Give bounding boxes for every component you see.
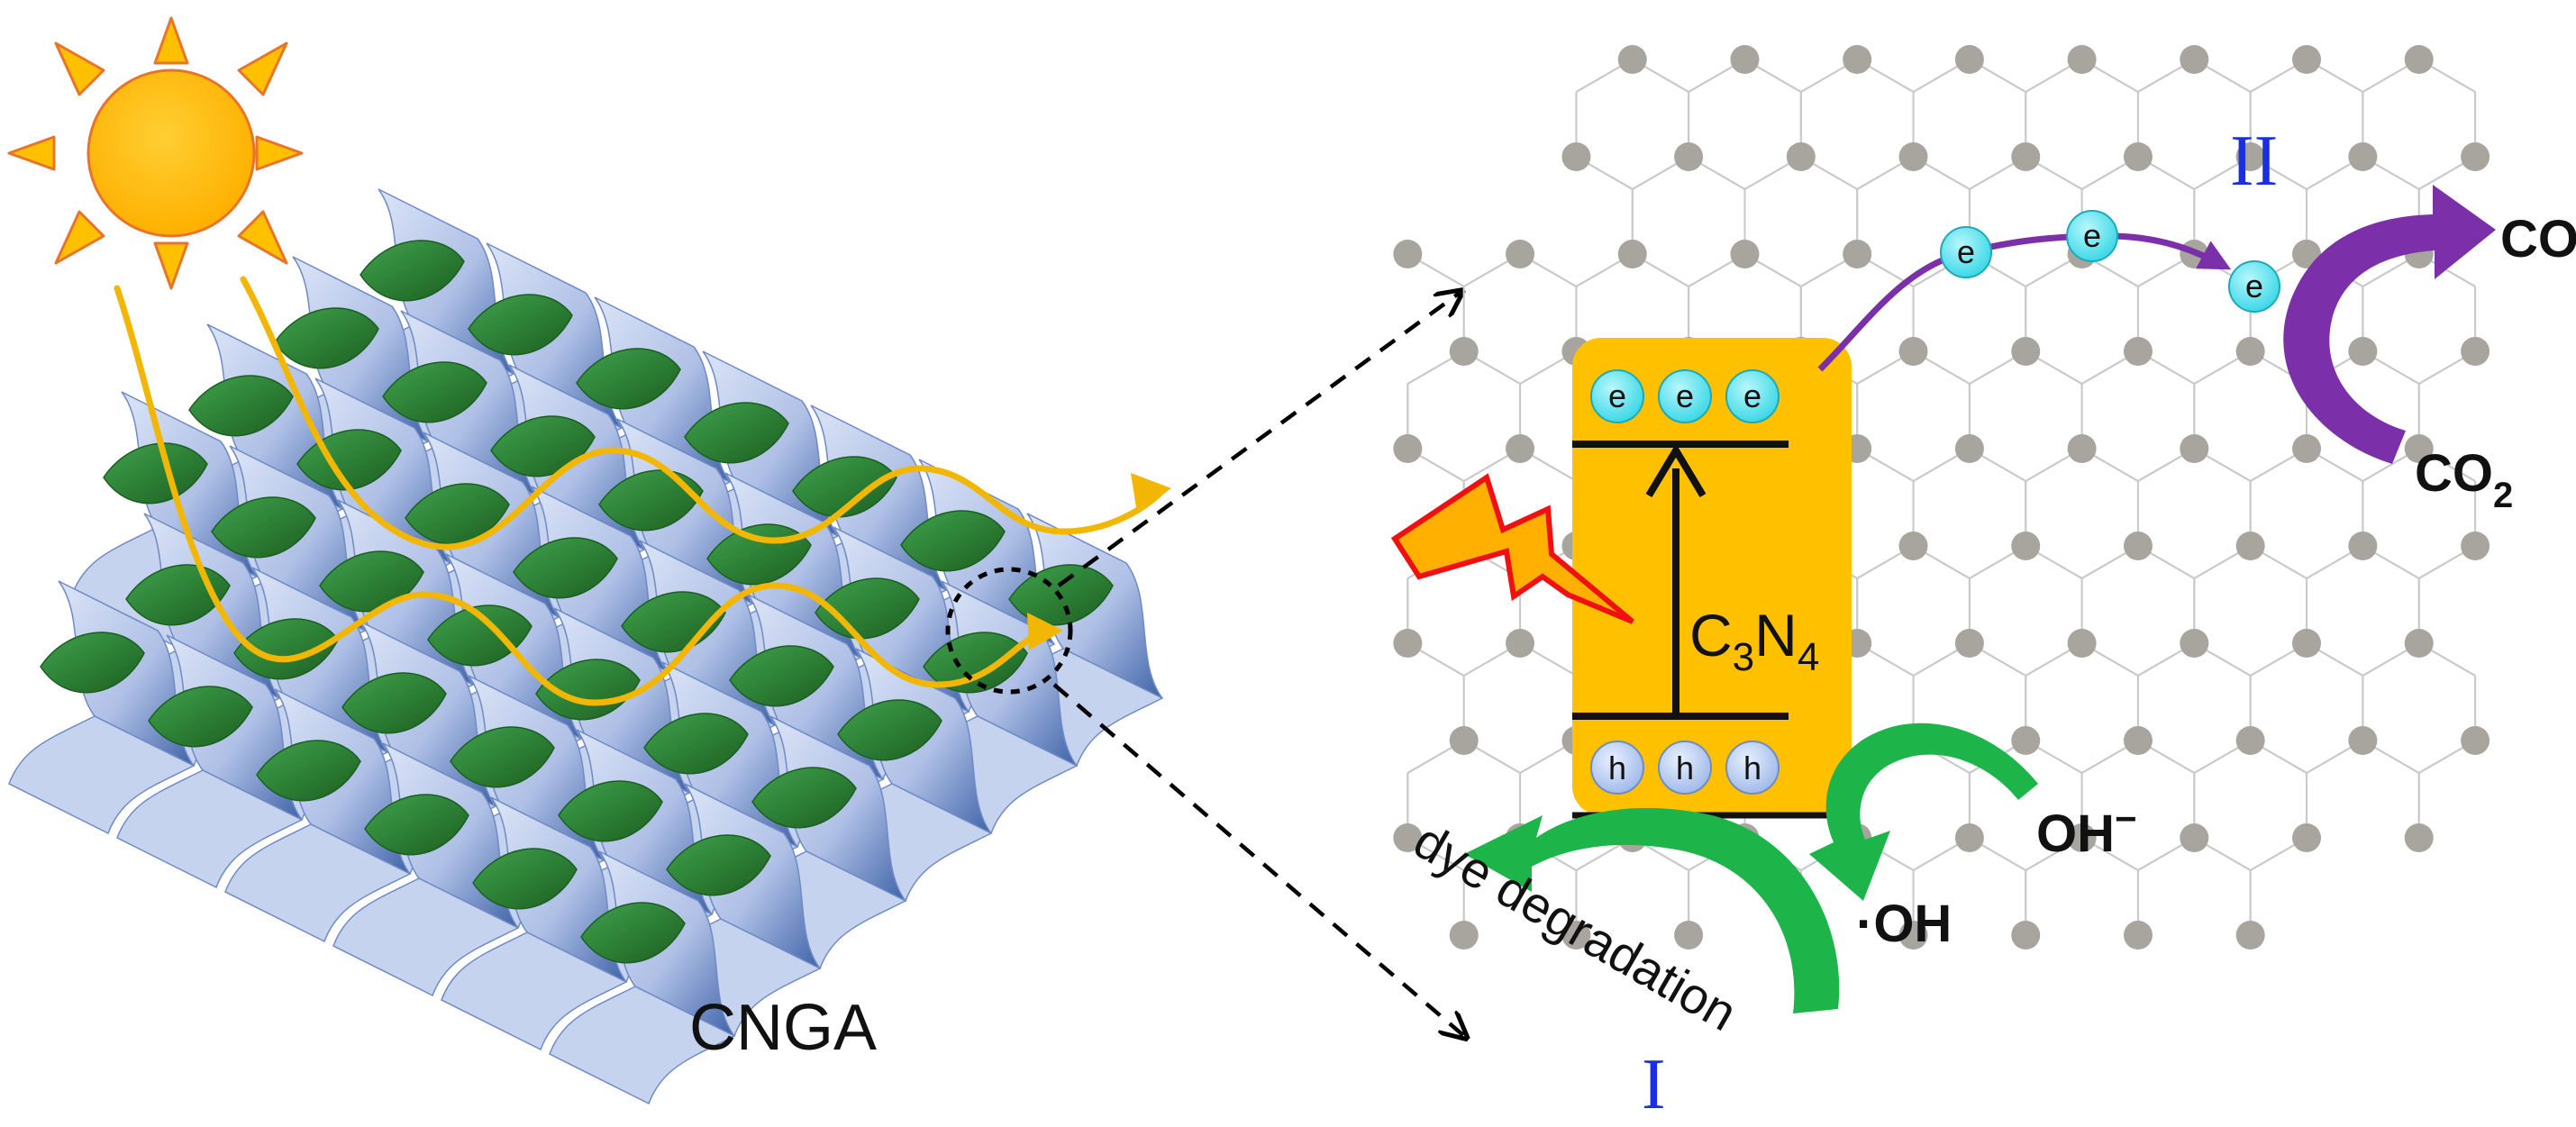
oh-minus-label: OH−	[2036, 797, 2137, 863]
light-path-2	[114, 285, 1058, 706]
c3n4-box	[1572, 338, 1852, 815]
co-label: CO	[2500, 210, 2576, 268]
c3n4-band-structure: C3N4	[1572, 338, 1852, 819]
sun-icon	[7, 16, 304, 290]
graphene-lattice	[1393, 45, 2490, 950]
light-paths	[114, 276, 1171, 706]
svg-text:h: h	[1608, 750, 1626, 786]
svg-text:e: e	[1676, 377, 1694, 414]
cnga-cell	[549, 850, 736, 1105]
zoom-line-lower	[1052, 683, 1464, 1036]
electron: e	[1590, 369, 1644, 423]
svg-text:e: e	[1957, 233, 1975, 270]
cnga-aerogel-network	[8, 188, 1164, 1105]
svg-text:e: e	[1743, 377, 1761, 414]
oh-oxidation-arrow	[1809, 723, 2038, 901]
co2-label: CO2	[2415, 444, 2513, 515]
hole: h	[1590, 741, 1644, 795]
electron: e	[2066, 210, 2118, 262]
c3n4-sub3: 3	[1733, 635, 1754, 679]
electron: e	[1940, 226, 1992, 278]
dye-degradation-arrow	[1464, 807, 1840, 1013]
light-path-2-head	[1027, 613, 1063, 650]
pathway-2-label: II	[2230, 122, 2278, 201]
electron: e	[2228, 260, 2280, 313]
pathway-1-label: I	[1642, 1045, 1666, 1124]
lattice-bonds	[1406, 59, 2477, 935]
cnga-label: CNGA	[689, 992, 877, 1064]
excitation-arrow-head	[1645, 443, 1707, 498]
svg-text:h: h	[1743, 750, 1761, 786]
svg-text:e: e	[2083, 217, 2101, 254]
electron: e	[1658, 369, 1712, 423]
svg-text:e: e	[2245, 268, 2263, 304]
co2-reduction-arrow	[2283, 185, 2496, 464]
light-path-1-head	[1131, 473, 1171, 514]
c3n4-label: C3N4	[1689, 602, 1819, 679]
zoom-line-upper	[1057, 293, 1460, 587]
cb-electrons: e e e	[1590, 369, 1780, 423]
electron-transfer-path	[1817, 232, 2232, 372]
svg-text:e: e	[1608, 377, 1626, 414]
electron: e	[1725, 369, 1780, 423]
lattice-atoms	[1393, 45, 2490, 950]
hole: h	[1658, 741, 1712, 795]
c3n4-c: C	[1689, 602, 1733, 668]
vb-holes: h h h	[1590, 741, 1780, 795]
oh-radical-label: ·OH	[1856, 895, 1952, 953]
svg-text:h: h	[1676, 750, 1694, 786]
c3n4-n: N	[1754, 602, 1798, 668]
hole: h	[1725, 741, 1780, 795]
zoom-region-circle	[945, 567, 1073, 695]
c3n4-sub4: 4	[1798, 635, 1819, 679]
migrating-electrons: e e e	[1940, 210, 2280, 313]
light-path-1	[240, 276, 1166, 550]
lightning-bolt-icon	[1390, 473, 1634, 624]
